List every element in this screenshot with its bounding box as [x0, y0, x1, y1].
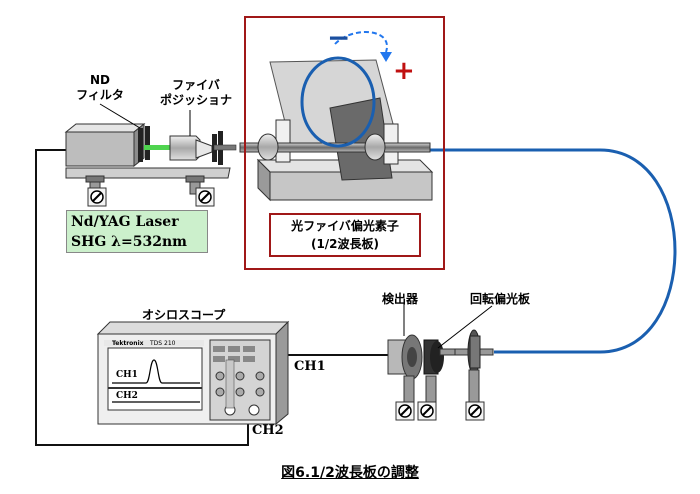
detector-label: 検出器: [382, 292, 419, 306]
fiber-positioner-label-line2: ポジッショナ: [159, 93, 232, 107]
nd-filter-label-line1: ND: [89, 73, 110, 87]
plus-sign: +: [393, 56, 415, 86]
ch1-cable-label: CH1: [294, 359, 326, 374]
nd-filter-label: ND フィルタ: [70, 73, 130, 103]
oscilloscope-label: オシロスコープ: [142, 308, 226, 322]
detector-assembly: [387, 304, 469, 421]
fiber-positioner-label: ファイバ ポジッショナ: [148, 78, 244, 108]
laser-spec-line2: SHG λ=532nm: [71, 234, 187, 250]
element-highlight-frame: [244, 16, 445, 270]
nd-filter-label-line2: フィルタ: [76, 88, 124, 102]
oscilloscope: [96, 320, 290, 426]
element-label: 光ファイバ偏光素子 (1/2波長板): [269, 213, 421, 257]
scope-model: TDS 210: [150, 340, 176, 347]
fiber-positioner-label-line1: ファイバ: [172, 78, 220, 92]
fiber-polarizer-element: [239, 31, 434, 202]
element-label-line2: (1/2波長板): [310, 237, 380, 251]
rotating-polarizer: [437, 305, 494, 421]
screen-ch1-label: CH1: [116, 370, 138, 380]
screen-ch2-label: CH2: [116, 391, 138, 401]
ch2-cable-label: CH2: [252, 423, 284, 438]
rotating-polarizer-label: 回転偏光板: [470, 292, 531, 306]
element-label-line1: 光ファイバ偏光素子: [291, 219, 399, 233]
optical-fiber: [430, 148, 677, 354]
scope-brand: Tektronix: [112, 340, 144, 347]
laser-bench: [64, 103, 237, 207]
laser-spec-line1: Nd/YAG Laser: [71, 214, 179, 230]
minus-sign: −: [327, 21, 351, 54]
laser-spec-label: Nd/YAG Laser SHG λ=532nm: [66, 210, 208, 253]
figure-caption: 図6.1/2波長板の調整: [281, 465, 419, 481]
